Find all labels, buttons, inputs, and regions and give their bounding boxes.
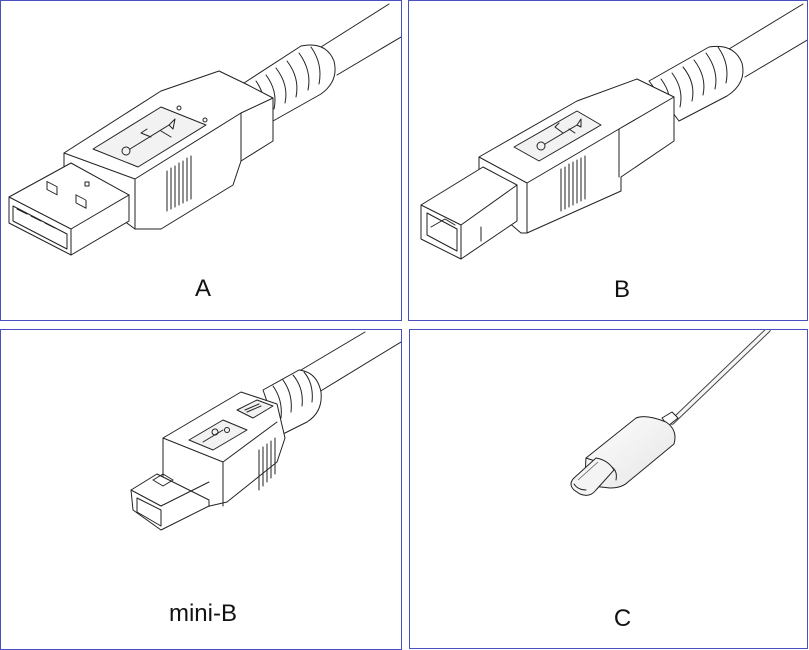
panel-label-a: A xyxy=(194,275,211,302)
panel-usb-mini-b: mini-B xyxy=(0,329,402,650)
panel-label-c: C xyxy=(613,605,632,632)
panel-usb-c: C xyxy=(409,329,808,649)
usb-a-connector-illustration xyxy=(8,3,401,256)
panel-usb-a: A xyxy=(0,0,402,321)
panel-usb-b: B xyxy=(408,0,808,321)
usb-b-connector-illustration xyxy=(420,3,807,260)
panel-label-b: B xyxy=(613,276,630,303)
usb-c-connector-illustration xyxy=(570,330,771,496)
usb-mini-b-connector-illustration xyxy=(130,331,401,531)
panel-label-mini-b: mini-B xyxy=(168,600,237,627)
